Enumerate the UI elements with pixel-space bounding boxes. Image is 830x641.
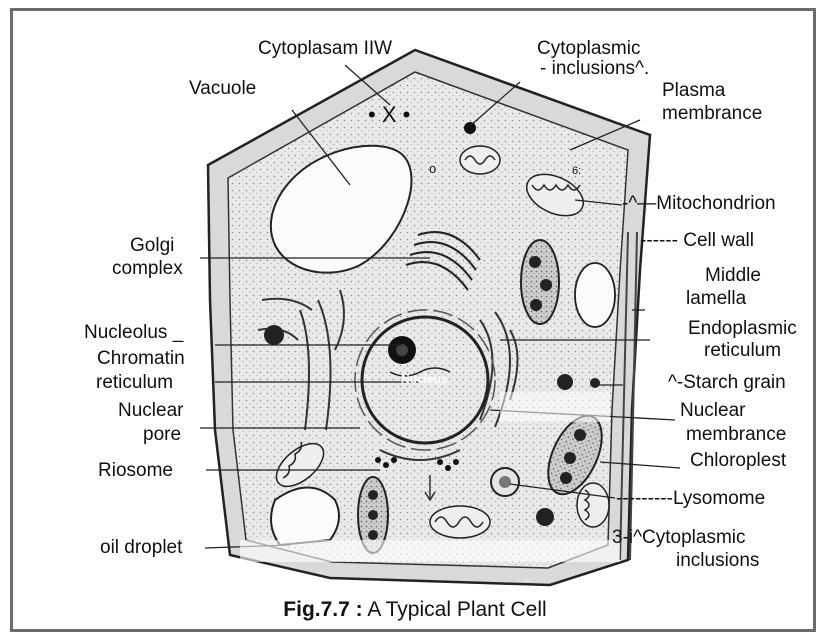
- label-cytoplasmic-inclusions-top-2: - inclusions^.: [540, 58, 649, 80]
- label-inclusions-bottom-1: 3-i^Cytoplasmic: [612, 527, 746, 549]
- label-chromatin-1: Chromatin: [97, 348, 185, 370]
- label-nuclear-membrane-1: Nuclear: [680, 400, 745, 422]
- label-lysomome: ---------Lysomome: [616, 488, 765, 510]
- label-inclusions-bottom-2: inclusions: [676, 550, 759, 572]
- small-vacuole: [575, 263, 615, 327]
- label-starch-grain: ^-Starch grain: [668, 372, 786, 394]
- label-cytoplasam: Cytoplasam IIW: [258, 38, 392, 60]
- label-plasma-membrane-2: membrance: [662, 103, 762, 125]
- label-nucleolus: Nucleolus _: [84, 322, 183, 344]
- label-cell-wall: ------ Cell wall: [640, 230, 754, 252]
- label-endoplasmic-1: Endoplasmic: [688, 318, 797, 340]
- mitochondrion: [430, 506, 490, 538]
- mitochondrion: [460, 146, 500, 174]
- chloroplast: [521, 240, 559, 324]
- label-endoplasmic-2: reticulum: [704, 340, 781, 362]
- label-riosome: Riosome: [98, 460, 173, 482]
- label-vacuole: Vacuole: [189, 78, 256, 100]
- oil-droplet: [271, 488, 339, 546]
- label-chromatin-2: reticulum: [96, 372, 173, 394]
- label-middle-lamella-1: Middle: [705, 265, 761, 287]
- label-x-mark: • X •: [368, 104, 410, 126]
- label-small-o: o: [429, 158, 436, 180]
- label-six: 6:: [572, 160, 581, 182]
- label-nuclear-pore-2: pore: [143, 424, 181, 446]
- label-chloroplest: Chloroplest: [690, 450, 786, 472]
- label-nucleus: Nucleus: [401, 368, 448, 390]
- label-nuclear-membrane-2: membrance: [686, 424, 786, 446]
- label-oil-droplet: oil droplet: [100, 537, 182, 559]
- label-middle-lamella-2: lamella: [686, 288, 746, 310]
- label-cytoplasmic-inclusions-top-1: Cytoplasmic: [537, 38, 640, 60]
- label-mitochondrion: -^—Mitochondrion: [622, 193, 776, 215]
- figure-caption: Fig.7.7 : A Typical Plant Cell: [0, 598, 830, 622]
- mitochondrion: [577, 483, 609, 527]
- label-golgi-1: Golgi: [130, 235, 174, 257]
- label-plasma-membrane-1: Plasma: [662, 80, 725, 102]
- caption-fig-number: Fig.7.7 :: [283, 598, 362, 621]
- caption-title: A Typical Plant Cell: [363, 598, 547, 621]
- label-nuclear-pore-1: Nuclear: [118, 400, 183, 422]
- inclusion-dot: [464, 122, 476, 134]
- label-golgi-2: complex: [112, 258, 183, 280]
